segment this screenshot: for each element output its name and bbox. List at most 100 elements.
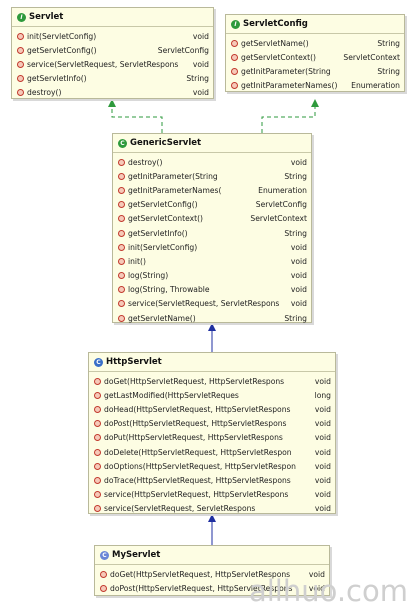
method-return-type: String bbox=[284, 313, 307, 323]
public-method-icon bbox=[231, 82, 238, 90]
method-row[interactable]: init(ServletConfig)void bbox=[113, 240, 311, 254]
public-method-icon bbox=[17, 75, 24, 83]
method-row[interactable]: destroy()void bbox=[12, 86, 213, 100]
method-signature: doGet(HttpServletRequest, HttpServletRes… bbox=[104, 376, 285, 386]
public-method-icon bbox=[118, 201, 125, 209]
realization-line-servletconfig bbox=[261, 101, 316, 133]
method-return-type: void bbox=[290, 157, 307, 167]
method-row[interactable]: doPost(HttpServletRequest, HttpServletRe… bbox=[89, 417, 335, 431]
method-return-type: void bbox=[290, 256, 307, 266]
method-row[interactable]: doPut(HttpServletRequest, HttpServletRes… bbox=[89, 431, 335, 445]
method-signature: log(String) bbox=[128, 271, 169, 281]
method-signature: doPost(HttpServletRequest, HttpServletRe… bbox=[110, 583, 293, 593]
method-signature: doPut(HttpServletRequest, HttpServletRes… bbox=[104, 433, 283, 443]
public-method-icon bbox=[231, 53, 238, 61]
method-row[interactable]: service(ServletRequest, ServletRespons vo… bbox=[113, 297, 311, 311]
servletconfig-title: ServletConfig bbox=[243, 19, 308, 29]
method-signature: doHead(HttpServletRequest, HttpServletRe… bbox=[104, 404, 291, 414]
method-return-type: String bbox=[284, 228, 307, 238]
method-row[interactable]: getServletInfo()String bbox=[113, 226, 311, 240]
method-return-type: void bbox=[308, 583, 325, 593]
method-row[interactable]: getServletInfo()String bbox=[12, 72, 213, 86]
method-signature: getInitParameter(String bbox=[241, 66, 331, 76]
class-icon: C bbox=[94, 357, 103, 367]
method-return-type: long bbox=[314, 390, 331, 400]
httpservlet-title: HttpServlet bbox=[106, 357, 162, 367]
generalization-arrowhead-httpservlet bbox=[208, 323, 216, 331]
method-row[interactable]: doPost(HttpServletRequest, HttpServletRe… bbox=[95, 581, 329, 595]
method-signature: init() bbox=[128, 256, 146, 266]
method-row[interactable]: doGet(HttpServletRequest, HttpServletRes… bbox=[95, 567, 329, 581]
method-return-type: void bbox=[314, 447, 331, 457]
method-row[interactable]: log(String, Throwable void bbox=[113, 283, 311, 297]
public-method-icon bbox=[100, 570, 107, 578]
method-signature: service(ServletRequest, ServletRespons bbox=[128, 299, 280, 309]
method-return-type: void bbox=[290, 285, 307, 295]
servletconfig-header: I ServletConfig bbox=[226, 15, 404, 34]
method-row[interactable]: init() void bbox=[113, 254, 311, 268]
httpservlet-class-box[interactable]: C HttpServlet doGet(HttpServletRequest, … bbox=[88, 352, 336, 514]
public-method-icon bbox=[118, 172, 125, 180]
generalization-arrowhead-myservlet bbox=[208, 514, 216, 522]
method-row[interactable]: getServletConfig() ServletConfig bbox=[113, 198, 311, 212]
method-row[interactable]: doTrace(HttpServletRequest, HttpServletR… bbox=[89, 473, 335, 487]
method-return-type: void bbox=[314, 376, 331, 386]
method-return-type: Enumeration bbox=[351, 81, 400, 91]
public-method-icon bbox=[231, 39, 238, 47]
method-signature: getInitParameterNames() bbox=[241, 81, 338, 91]
public-method-icon bbox=[94, 377, 101, 385]
method-return-type: void bbox=[314, 404, 331, 414]
method-row[interactable]: getInitParameterNames() Enumeration bbox=[226, 79, 404, 93]
method-return-type: void bbox=[314, 490, 331, 500]
method-signature: doPost(HttpServletRequest, HttpServletRe… bbox=[104, 419, 287, 429]
method-signature: destroy() bbox=[128, 157, 163, 167]
method-row[interactable]: getServletConfig()ServletConfig bbox=[12, 43, 213, 57]
method-return-type: String bbox=[284, 171, 307, 181]
method-row[interactable]: getServletContext()ServletContext bbox=[226, 50, 404, 64]
method-row[interactable]: getInitParameterNames( Enumeration bbox=[113, 183, 311, 197]
method-return-type: ServletContext bbox=[343, 52, 400, 62]
method-row[interactable]: getServletName()String bbox=[226, 36, 404, 50]
method-row[interactable]: doHead(HttpServletRequest, HttpServletRe… bbox=[89, 402, 335, 416]
method-row[interactable]: doOptions(HttpServletRequest, HttpServle… bbox=[89, 459, 335, 473]
method-row[interactable]: init(ServletConfig)void bbox=[12, 29, 213, 43]
realization-line-servlet bbox=[111, 101, 163, 133]
genericservlet-class-box[interactable]: C GenericServlet destroy() void getInitPar… bbox=[112, 133, 312, 323]
method-signature: log(String, Throwable bbox=[128, 285, 210, 295]
method-return-type: ServletConfig bbox=[255, 200, 307, 210]
method-row[interactable]: doDelete(HttpServletRequest, HttpServlet… bbox=[89, 445, 335, 459]
myservlet-title: MyServlet bbox=[112, 550, 161, 560]
myservlet-header: C MyServlet bbox=[95, 546, 329, 565]
method-return-type: String bbox=[186, 74, 209, 84]
method-row[interactable]: log(String)void bbox=[113, 269, 311, 283]
method-return-type: void bbox=[314, 504, 331, 514]
public-method-icon bbox=[94, 491, 101, 499]
method-row[interactable]: getServletName()String bbox=[113, 311, 311, 325]
method-row[interactable]: getServletContext()ServletContext bbox=[113, 212, 311, 226]
public-method-icon bbox=[118, 272, 125, 280]
method-row[interactable]: service(HttpServletRequest, HttpServletR… bbox=[89, 488, 335, 502]
public-method-icon bbox=[94, 476, 101, 484]
method-return-type: void bbox=[290, 299, 307, 309]
myservlet-class-box[interactable]: C MyServlet doGet(HttpServletRequest, Ht… bbox=[94, 545, 330, 596]
method-return-type: Enumeration bbox=[258, 185, 307, 195]
genericservlet-header: C GenericServlet bbox=[113, 134, 311, 153]
public-method-icon bbox=[100, 584, 107, 592]
method-row[interactable]: doGet(HttpServletRequest, HttpServletRes… bbox=[89, 374, 335, 388]
method-row[interactable]: destroy() void bbox=[113, 155, 311, 169]
method-return-type: void bbox=[192, 31, 209, 41]
method-signature: getServletConfig() bbox=[128, 200, 198, 210]
public-method-icon bbox=[94, 405, 101, 413]
public-method-icon bbox=[94, 434, 101, 442]
public-method-icon bbox=[118, 229, 125, 237]
method-signature: getInitParameterNames( bbox=[128, 185, 222, 195]
class-icon: C bbox=[100, 550, 109, 560]
